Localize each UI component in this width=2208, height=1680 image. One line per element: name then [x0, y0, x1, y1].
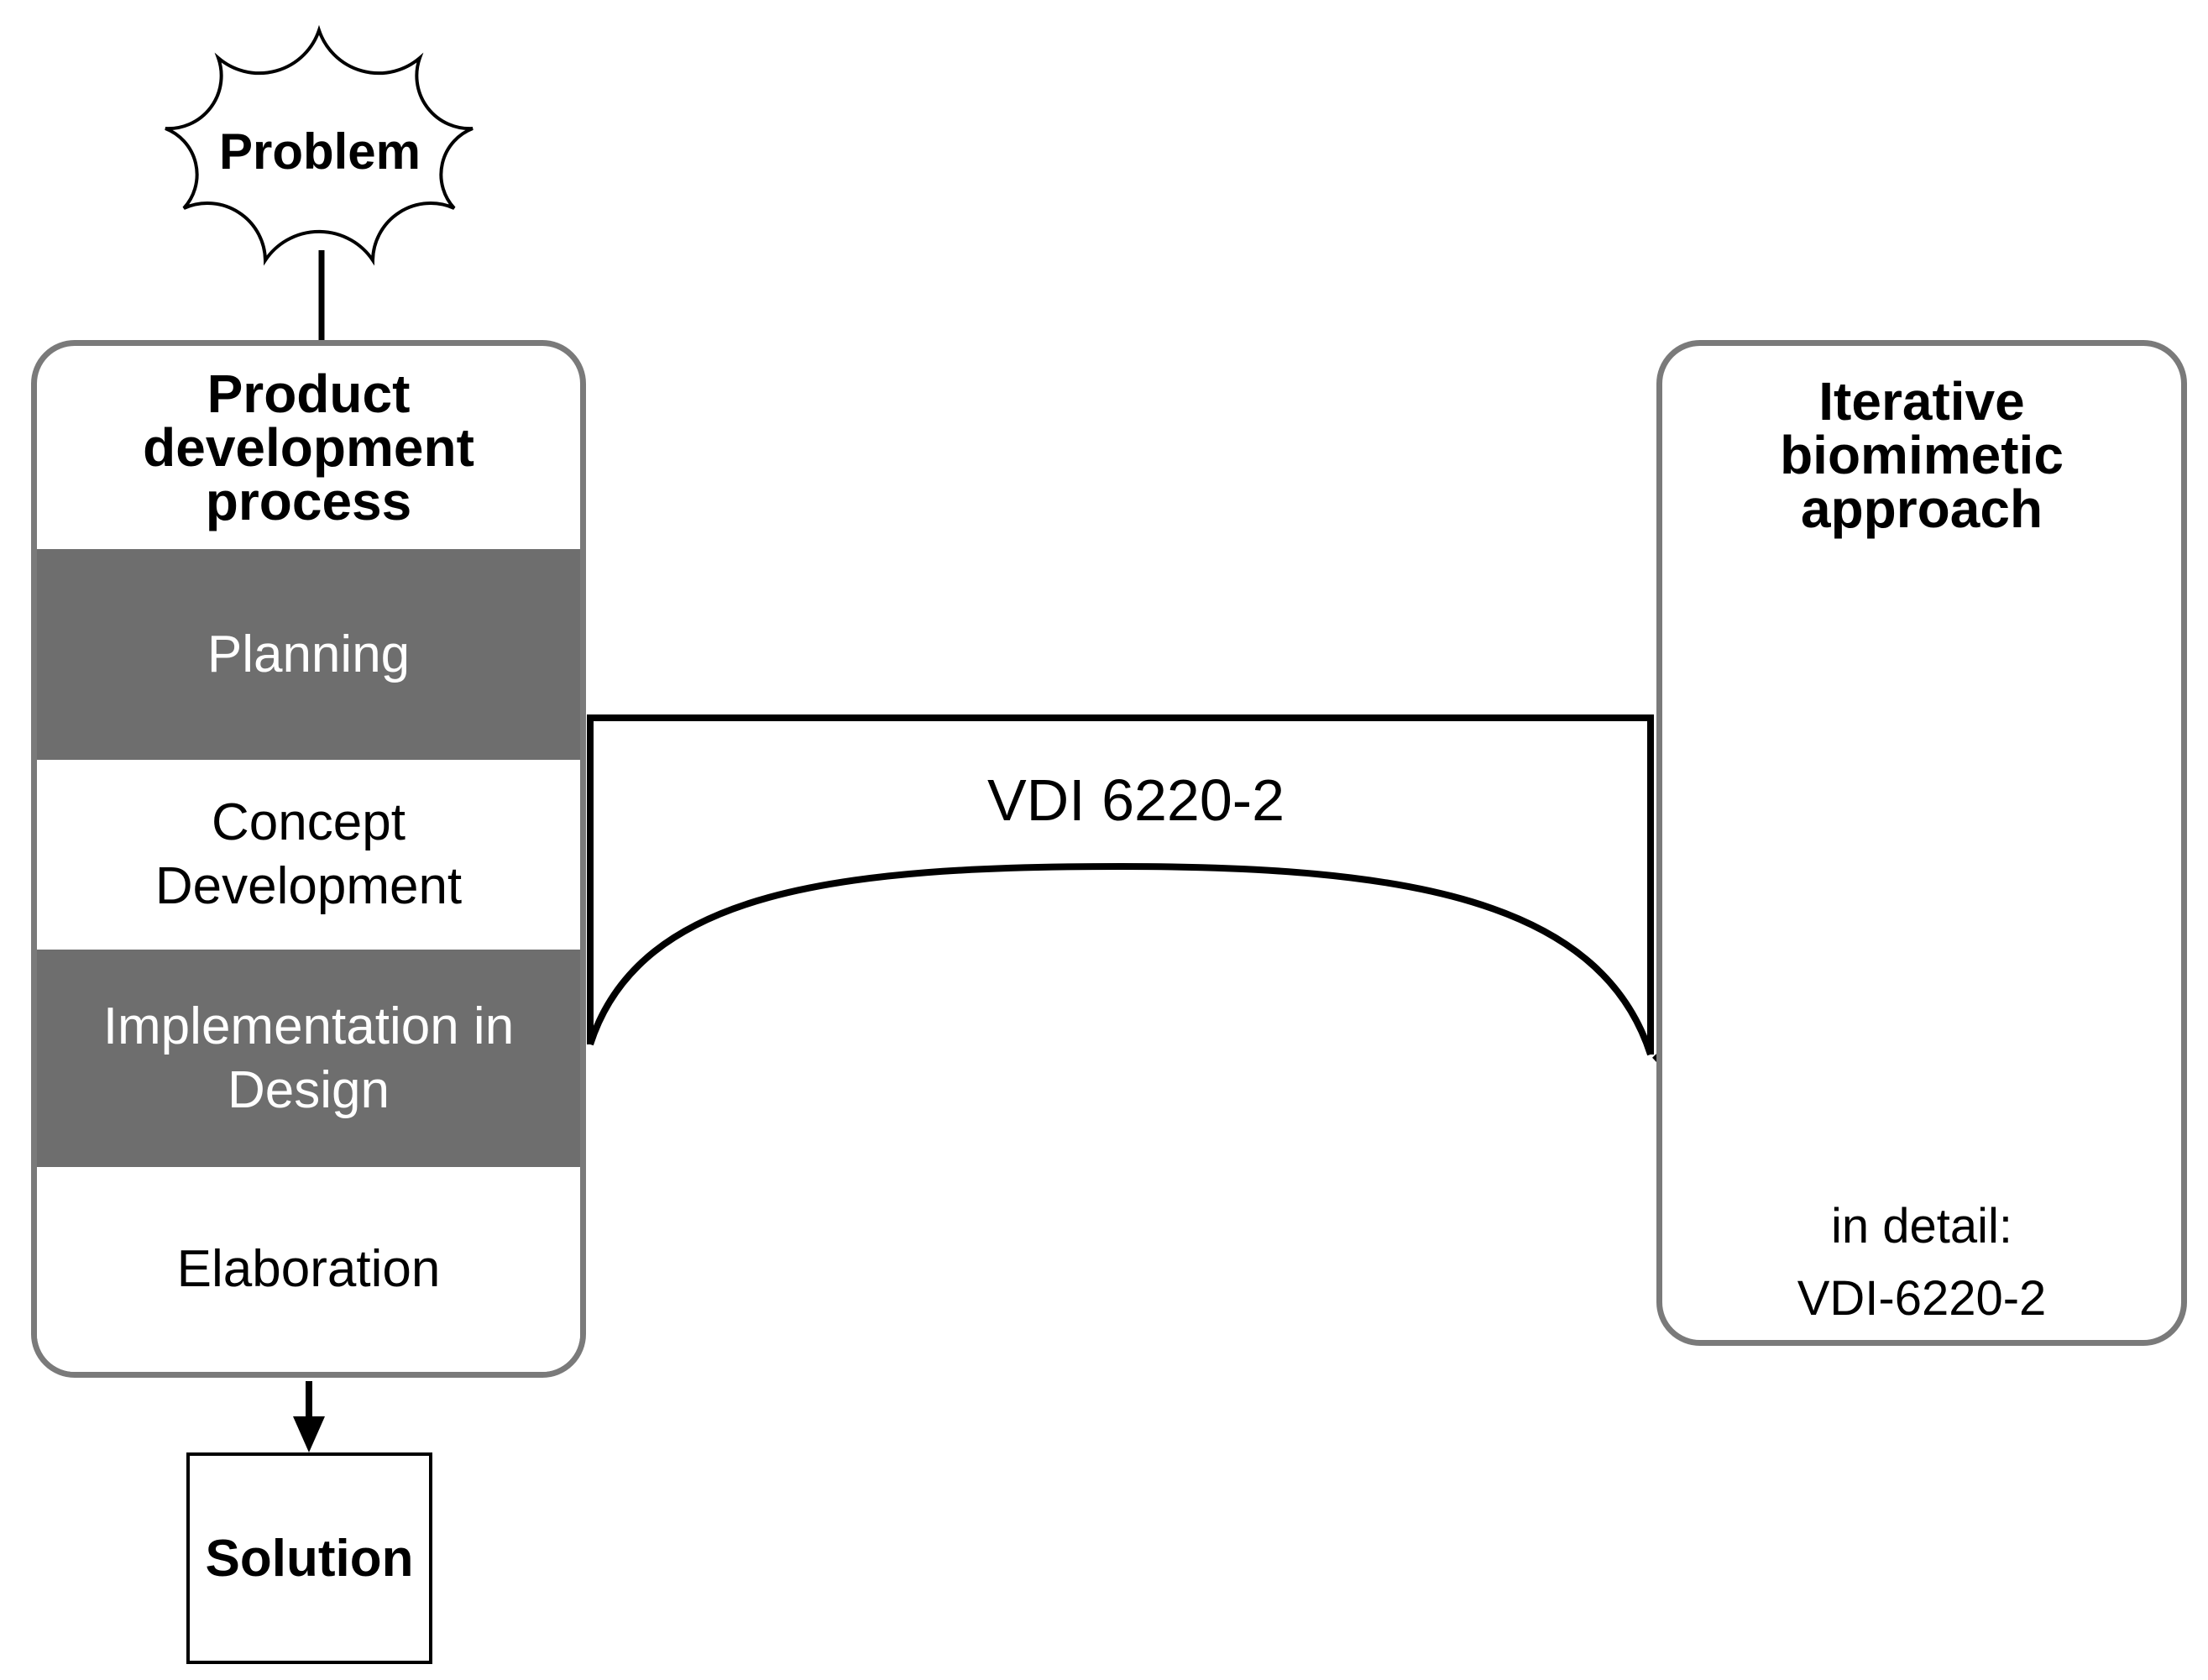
stage-label: Planning — [207, 625, 411, 683]
stage-label: Concept Development — [154, 793, 463, 915]
title-line: process — [205, 471, 412, 531]
product-process-title: Product development process — [37, 346, 580, 549]
stage-implementation-in-design: Implementation in Design — [37, 950, 580, 1167]
title-line: development — [143, 417, 474, 478]
caption-line: VDI-6220-2 — [1797, 1271, 2047, 1326]
solution-label: Solution — [205, 1529, 414, 1588]
bridge-bottom-curve — [590, 866, 1651, 1055]
stage-label: Elaboration — [176, 1240, 441, 1298]
title-line: approach — [1800, 479, 2043, 539]
stage-concept-development: Concept Development — [37, 760, 580, 950]
iterative-approach-title: Iterative biomimetic approach — [1662, 374, 2181, 536]
stage-planning: Planning — [37, 549, 580, 760]
iterative-caption: in detail: VDI-6220-2 — [1662, 1191, 2181, 1335]
iterative-approach-box: Iterative biomimetic approach in detail:… — [1656, 340, 2187, 1346]
caption-line: in detail: — [1830, 1199, 2013, 1253]
down-arrowhead-icon — [293, 1416, 325, 1452]
stage-label: Implementation in Design — [102, 997, 515, 1119]
product-process-box: Product development process Planning Con… — [31, 340, 586, 1378]
title-line: biomimetic — [1780, 425, 2064, 485]
title-line: Iterative — [1818, 371, 2025, 432]
problem-label: Problem — [218, 123, 421, 180]
vdi-bridge-label: VDI 6220-2 — [986, 767, 1285, 833]
stage-elaboration: Elaboration — [37, 1167, 580, 1372]
solution-box: Solution — [186, 1452, 432, 1664]
title-line: Product — [207, 364, 411, 424]
